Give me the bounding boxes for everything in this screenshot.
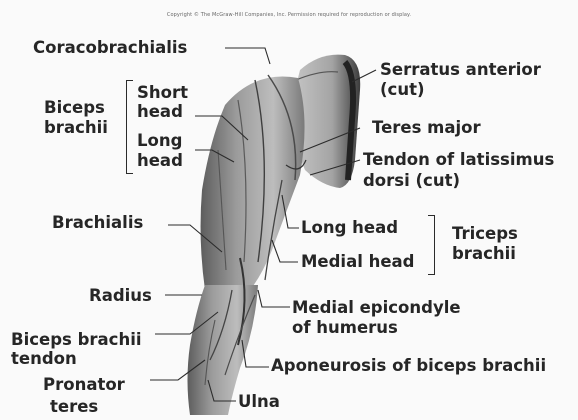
label-medial-epicondyle-2: of humerus (292, 318, 398, 337)
label-ulna: Ulna (238, 392, 280, 411)
label-triceps-medial-head: Medial head (301, 252, 415, 271)
label-medial-epicondyle-1: Medial epicondyle (292, 298, 461, 317)
label-long-head-2: head (137, 151, 183, 170)
leader-coracobrachialis (225, 48, 270, 64)
label-tendon-latissimus-1: Tendon of latissimus (363, 150, 554, 169)
label-biceps-tendon-1: Biceps brachii (11, 330, 142, 349)
label-short-head-1: Short (137, 83, 188, 102)
upper-arm (201, 75, 306, 290)
leader-triceps-medial (272, 240, 298, 262)
label-biceps-brachii-1: Biceps (44, 98, 105, 117)
leader-epicondyle (258, 290, 290, 307)
label-radius: Radius (89, 286, 152, 305)
label-short-head-2: head (137, 102, 183, 121)
label-serratus-anterior-cut: (cut) (380, 80, 425, 99)
label-pronator-teres-1: Pronator (43, 375, 125, 394)
label-triceps-brachii-1: Triceps (452, 224, 518, 243)
label-biceps-tendon-2: tendon (11, 349, 77, 368)
label-long-head-1: Long (137, 131, 182, 150)
label-coracobrachialis: Coracobrachialis (33, 38, 187, 57)
label-triceps-brachii-2: brachii (452, 244, 516, 263)
label-triceps-long-head: Long head (301, 218, 398, 237)
label-brachialis: Brachialis (52, 213, 143, 232)
triceps-brace (428, 215, 435, 275)
label-pronator-teres-2: teres (50, 397, 98, 416)
label-tendon-latissimus-2: dorsi (cut) (363, 171, 460, 190)
label-teres-major: Teres major (372, 118, 481, 137)
biceps-brace (126, 80, 133, 174)
label-aponeurosis: Aponeurosis of biceps brachii (271, 356, 546, 375)
label-biceps-brachii-2: brachii (44, 118, 108, 137)
label-serratus-anterior: Serratus anterior (380, 60, 541, 79)
